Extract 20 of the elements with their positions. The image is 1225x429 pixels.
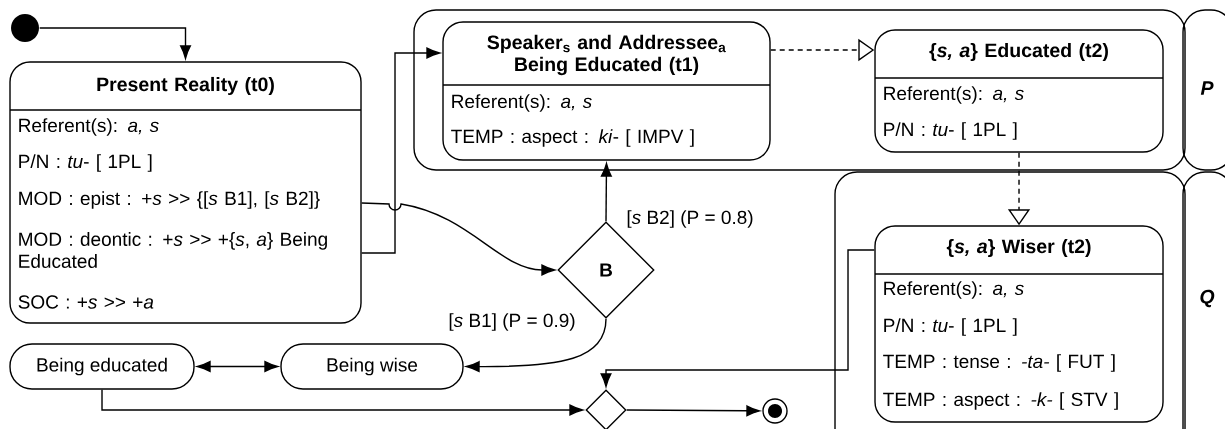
arrow	[39, 27, 191, 60]
state-box: Present Reality (t0) Referent(s): a, s P/N : tu- [ 1PL ] MOD : epist : +s >> {[s B1], [s B2]} MOD : deontic : +s >> +{s, a} Being Educated SOC : +s >> +a	[9, 61, 362, 324]
merge-diamond	[585, 389, 627, 429]
arrow	[361, 47, 441, 254]
arrow	[626, 405, 761, 417]
arrow	[101, 389, 584, 416]
arrow	[600, 249, 875, 388]
arrow	[196, 361, 279, 372]
initial-state	[11, 14, 39, 42]
final-state	[762, 398, 788, 424]
state-pill: Being educated	[9, 343, 195, 390]
state-box: Speaker$_{s}$ and Addressee$_{a}$ Being Educated (t1) Referent(s): a, s TEMP : aspect : ki- [ IMPV ]	[442, 21, 771, 161]
state-box: {s, a} Educated (t2) Referent(s): a, s P/N : tu- [ 1PL ]	[874, 29, 1164, 153]
state-pill: Being wise	[280, 343, 464, 390]
state-box: {s, a} Wiser (t2) Referent(s): a, s P/N : tu- [ 1PL ] TEMP : tense : -ta- [ FUT ] TEMP : aspect : -k- [ STV ]	[874, 225, 1164, 423]
arrow	[465, 318, 607, 373]
node-label: P	[1200, 81, 1214, 95]
arrow	[361, 202, 556, 276]
node-label: Q	[1200, 289, 1215, 308]
arrow	[600, 162, 612, 222]
